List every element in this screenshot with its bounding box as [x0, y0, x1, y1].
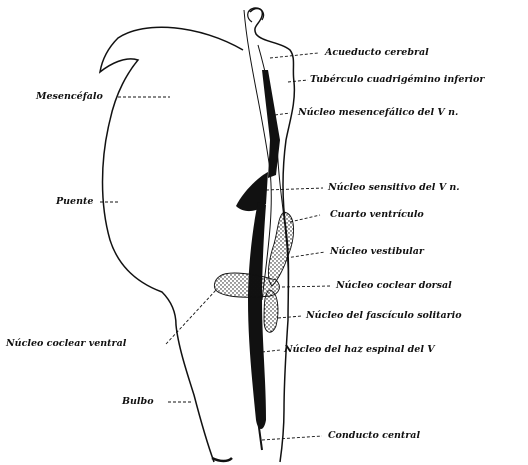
label-nucleo-coclear-ventral: Núcleo coclear ventral [6, 338, 126, 350]
mesencephalic-nucleus [262, 70, 280, 178]
label-nucleo-fasciculo-solitario: Núcleo del fascículo solitario [306, 310, 462, 322]
label-nucleo-vestibular: Núcleo vestibular [330, 246, 424, 258]
leader-coclear-ventral [166, 290, 216, 344]
leader-mesencefalico [275, 113, 290, 115]
label-nucleo-coclear-dorsal: Núcleo coclear dorsal [336, 280, 452, 292]
leader-cuarto [290, 215, 320, 222]
leader-fasciculo [278, 316, 302, 318]
label-puente: Puente [56, 196, 93, 208]
leader-acueducto [270, 53, 318, 58]
leader-conducto [262, 436, 322, 440]
label-conducto-central: Conducto central [328, 430, 420, 442]
medulla-base [212, 458, 232, 461]
spinal-trigeminal-nucleus [248, 202, 266, 429]
label-nucleo-haz-espinal: Núcleo del haz espinal del V [284, 344, 435, 356]
label-tuberculo-cuadrigemino: Tubérculo cuadrigémino inferior [310, 74, 484, 86]
label-mesencefalo: Mesencéfalo [36, 91, 103, 103]
label-nucleo-mesencefalico: Núcleo mesencefálico del V n. [298, 107, 458, 119]
leader-sensitivo [266, 188, 323, 190]
leader-vestibular [286, 252, 325, 258]
leader-coclear-dorsal [282, 286, 330, 287]
label-bulbo: Bulbo [122, 396, 154, 408]
label-nucleo-sensitivo: Núcleo sensitivo del V n. [328, 182, 460, 194]
vestibular-nucleus [268, 212, 293, 286]
leader-tuberculo [288, 80, 308, 82]
label-acueducto-cerebral: Acueducto cerebral [325, 47, 429, 59]
leader-haz-espinal [262, 350, 280, 352]
label-cuarto-ventriculo: Cuarto ventrículo [330, 209, 424, 221]
tectum-curl [248, 8, 264, 22]
